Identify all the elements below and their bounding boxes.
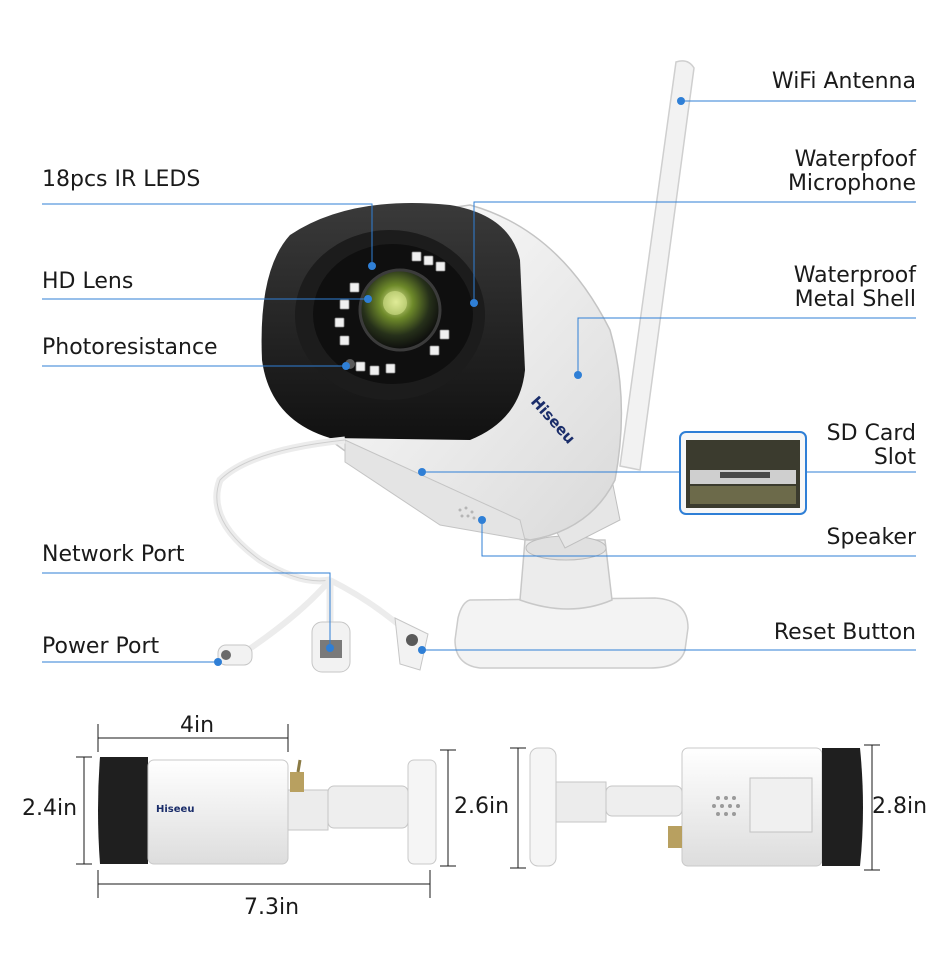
reset-connector-shape <box>394 617 429 671</box>
dimension-lines-right <box>510 744 880 871</box>
label-wifi-antenna: WiFi Antenna <box>771 69 916 94</box>
label-reset-button: Reset Button <box>773 620 916 645</box>
brand-logo-side: Hiseeu <box>156 804 194 815</box>
side-view-back <box>529 747 863 867</box>
label-ir-leds: 18pcs IR LEDS <box>42 167 201 192</box>
leader-lines <box>42 100 916 663</box>
label-speaker: Speaker <box>826 525 916 550</box>
dimension-back-height: 2.8in <box>872 794 928 819</box>
dimension-mount-height: 2.6in <box>454 794 510 819</box>
label-photoresistance: Photoresistance <box>42 335 218 360</box>
label-sd-card-line1: SD Card <box>826 421 916 446</box>
power-plug-shape <box>217 644 253 666</box>
wifi-antenna-shape <box>619 60 695 471</box>
cable-main <box>213 436 346 585</box>
label-microphone-line1: Waterpfoof <box>794 147 916 172</box>
dimension-lines-left <box>76 724 456 898</box>
sd-card-inset <box>679 431 807 515</box>
label-microphone-line2: Microphone <box>787 171 916 196</box>
side-view-front: Hiseeu <box>98 757 437 865</box>
label-metal-shell-line2: Metal Shell <box>794 287 916 312</box>
main-camera: Hiseeu <box>213 60 807 673</box>
label-power-port: Power Port <box>42 634 160 659</box>
dimension-total-length: 7.3in <box>244 895 300 920</box>
label-metal-shell-line1: Waterproof <box>793 263 916 288</box>
label-sd-card-line2: Slot <box>873 445 916 470</box>
dimension-body-length: 4in <box>180 713 215 738</box>
dimension-front-height: 2.4in <box>22 796 78 821</box>
label-network-port: Network Port <box>42 542 185 567</box>
label-hd-lens: HD Lens <box>42 269 134 294</box>
leader-dots <box>214 97 685 666</box>
